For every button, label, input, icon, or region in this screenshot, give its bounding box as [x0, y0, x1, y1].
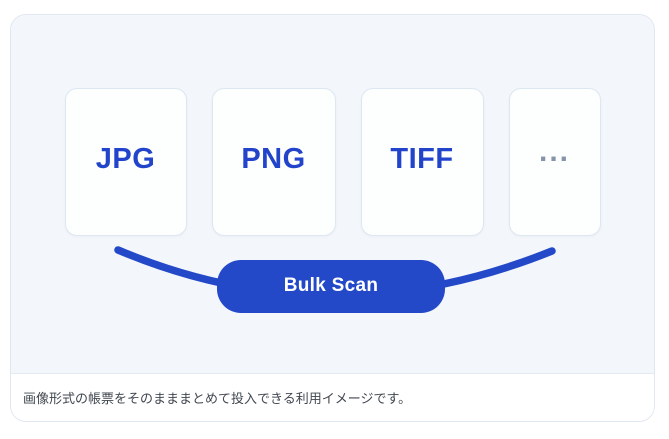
ellipsis-icon: ...: [538, 135, 570, 168]
format-card-tiff: TIFF: [360, 88, 484, 236]
format-card-list: JPG PNG TIFF ...: [11, 88, 654, 236]
bulk-scan-label: Bulk Scan: [283, 274, 379, 296]
format-card-jpg: JPG: [64, 88, 187, 236]
format-card-png: PNG: [211, 88, 336, 236]
formats-canvas: JPG PNG TIFF ... Bulk Scan: [11, 15, 654, 373]
usage-illustration-panel: JPG PNG TIFF ... Bulk Scan 画像形式の帳票を: [10, 14, 655, 422]
format-label-tiff: TIFF: [390, 142, 454, 175]
format-label-jpg: JPG: [95, 142, 156, 175]
format-card-more: ...: [508, 88, 601, 236]
caption-text: 画像形式の帳票をそのまままとめて投入できる利用イメージです。: [23, 390, 412, 406]
format-label-png: PNG: [241, 142, 306, 175]
bulk-scan-button[interactable]: Bulk Scan: [217, 260, 445, 313]
caption-bar: 画像形式の帳票をそのまままとめて投入できる利用イメージです。: [11, 373, 654, 420]
